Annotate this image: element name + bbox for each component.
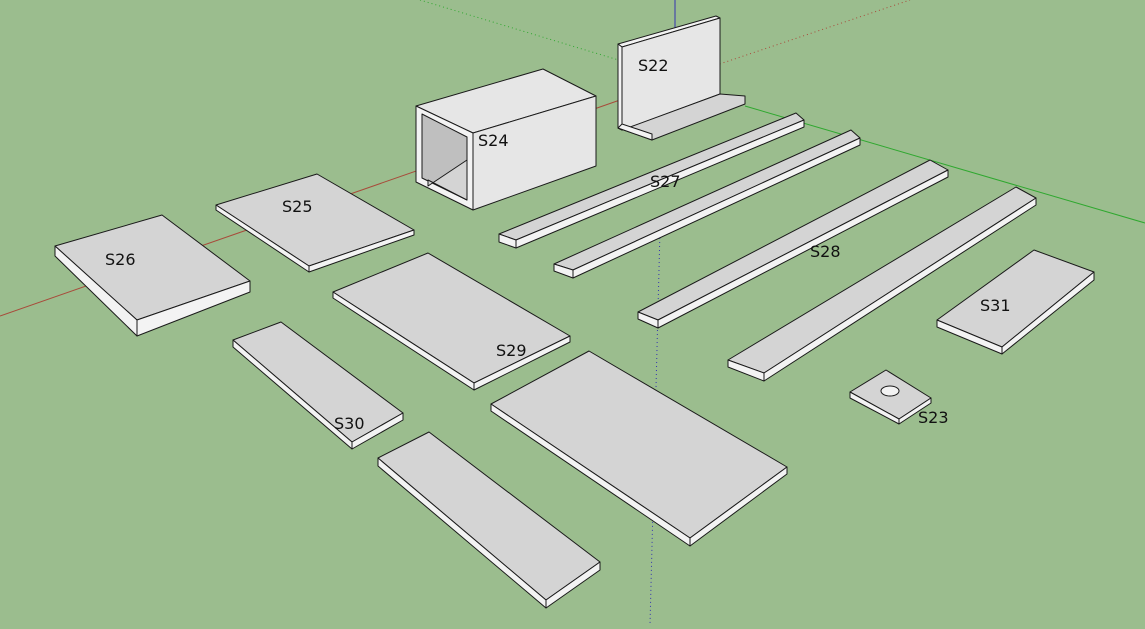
part-s31[interactable]: S31 — [936, 249, 1095, 355]
part-s26[interactable]: S26 — [54, 214, 251, 337]
long-plate[interactable] — [377, 431, 601, 609]
part-label: S28 — [810, 242, 841, 261]
part-label: S26 — [105, 250, 136, 269]
green-axis-solid — [744, 105, 1145, 224]
part-label: S23 — [918, 408, 949, 427]
part-s23[interactable]: S23 — [849, 369, 949, 427]
part-s25[interactable]: S25 — [215, 173, 415, 273]
part-s29[interactable]: S29 — [332, 252, 571, 391]
part-label: S31 — [980, 296, 1011, 315]
part-label: S22 — [638, 56, 669, 75]
part-s24[interactable]: S24 — [415, 68, 597, 211]
part-label: S25 — [282, 197, 313, 216]
large-plate[interactable] — [490, 350, 788, 547]
part-s27[interactable]: S27 — [498, 112, 861, 279]
part-label: S27 — [650, 172, 681, 191]
part-s30[interactable]: S30 — [232, 321, 404, 450]
part-label: S29 — [496, 341, 527, 360]
part-s22[interactable]: S22 — [617, 15, 746, 141]
part-label: S24 — [478, 131, 509, 150]
part-label: S30 — [334, 414, 365, 433]
washer-hole — [880, 385, 900, 397]
part-s28[interactable]: S28 — [637, 159, 1037, 382]
